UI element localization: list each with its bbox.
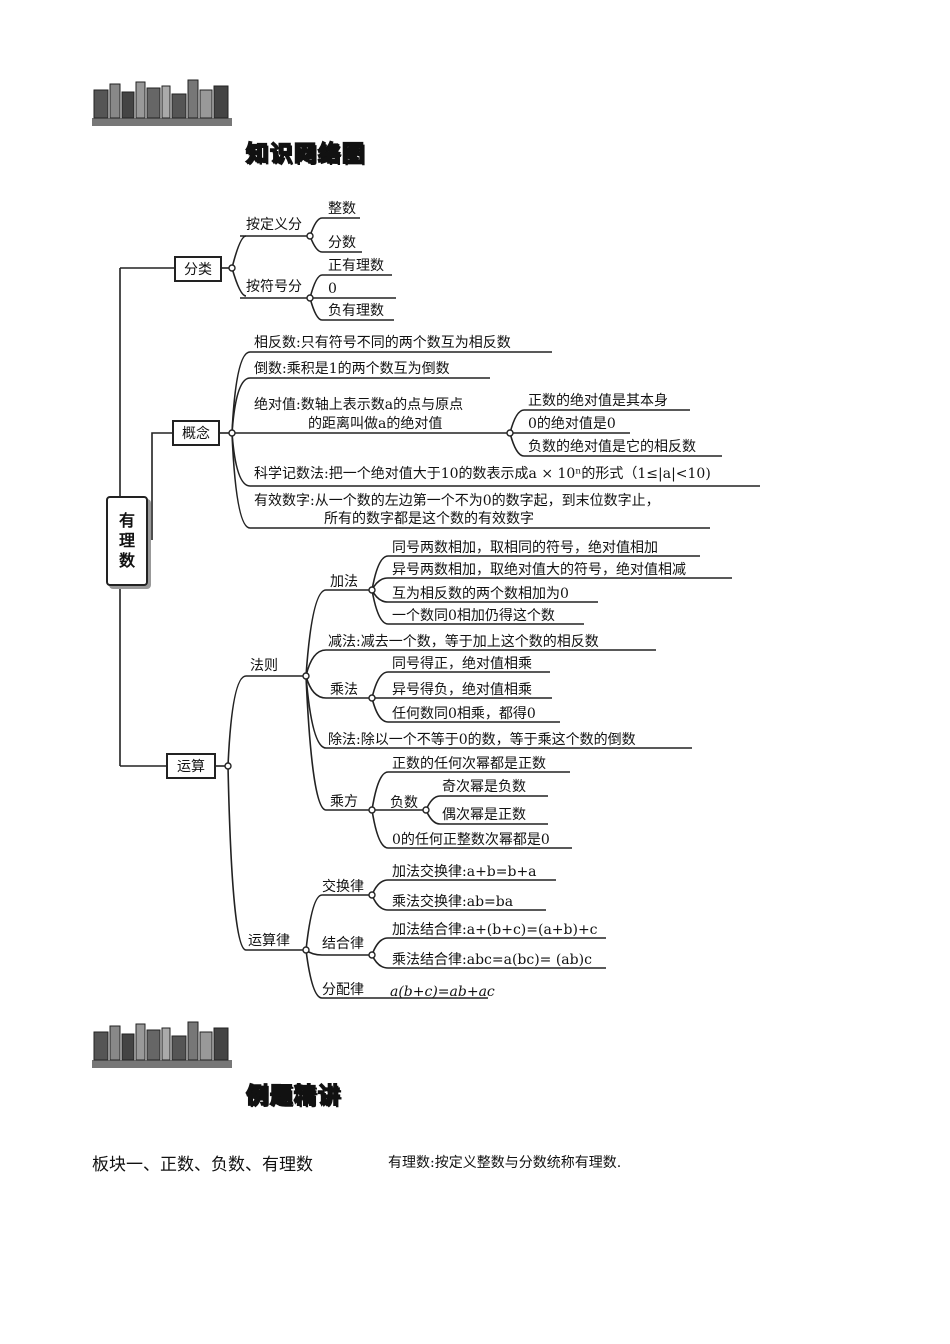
subtraction-rule: 减法:减去一个数，等于加上这个数的相反数: [328, 634, 599, 650]
node-operations: 运算: [166, 753, 216, 779]
examples-heading: 例题精讲: [245, 1083, 343, 1110]
commutative-addition: 加法交换律:a+b=b+a: [392, 864, 537, 880]
node-concepts: 概念: [172, 420, 220, 446]
power-label: 乘方: [330, 794, 358, 810]
root-char: 理: [118, 531, 135, 550]
multiplication-rule-1: 同号得正，绝对值相乘: [392, 656, 532, 672]
root-char: 数: [118, 551, 135, 570]
addition-rule-3: 互为相反数的两个数相加为0: [392, 586, 569, 602]
division-rule: 除法:除以一个不等于0的数，等于乘这个数的倒数: [328, 732, 636, 748]
power-negative-label: 负数: [390, 795, 418, 811]
section-note: 有理数:按定义整数与分数统称有理数.: [388, 1155, 622, 1171]
zero-item: 0: [328, 281, 337, 297]
negative-rational-item: 负有理数: [328, 303, 384, 319]
root-node-rational-numbers: 有 理 数: [106, 496, 148, 586]
node-classification: 分类: [174, 256, 222, 282]
commutative-label: 交换律: [322, 879, 364, 895]
distributive-label: 分配律: [322, 982, 364, 998]
bookshelf-icon: [90, 1020, 235, 1070]
root-char: 有: [118, 511, 135, 530]
scientific-notation-definition: 科学记数法:把一个绝对值大于10的数表示成a × 10ⁿ的形式（1≤|a|<10…: [254, 466, 711, 482]
multiplication-label: 乘法: [330, 682, 358, 698]
abs-positive-item: 正数的绝对值是其本身: [528, 393, 668, 409]
associative-addition: 加法结合律:a+(b+c)=(a+b)+c: [392, 922, 598, 938]
opposite-number-definition: 相反数:只有符号不同的两个数互为相反数: [254, 335, 511, 351]
distributive-formula: a(b+c)=ab+ac: [390, 984, 495, 1000]
rules-label: 法则: [250, 658, 278, 674]
significant-figures-line1: 有效数字:从一个数的左边第一个不为0的数字起，到末位数字止，: [254, 493, 660, 509]
section-title: 板块一、正数、负数、有理数: [92, 1155, 313, 1175]
associative-label: 结合律: [322, 936, 364, 952]
power-positive-rule: 正数的任何次幂都是正数: [392, 756, 546, 772]
integer-item: 整数: [328, 201, 356, 217]
associative-multiplication: 乘法结合律:abc=a(bc)= (ab)c: [392, 952, 592, 968]
commutative-multiplication: 乘法交换律:ab=ba: [392, 894, 514, 910]
multiplication-rule-3: 任何数同0相乘，都得0: [392, 706, 536, 722]
bookshelf-icon: [90, 78, 235, 128]
reciprocal-definition: 倒数:乘积是1的两个数互为倒数: [254, 361, 450, 377]
addition-rule-2: 异号两数相加，取绝对值大的符号，绝对值相减: [392, 562, 686, 578]
by-sign-label: 按符号分: [246, 279, 302, 295]
absolute-value-definition-line1: 绝对值:数轴上表示数a的点与原点: [254, 397, 464, 413]
addition-label: 加法: [330, 574, 358, 590]
by-definition-label: 按定义分: [246, 217, 302, 233]
laws-label: 运算律: [248, 933, 290, 949]
addition-rule-1: 同号两数相加，取相同的符号，绝对值相加: [392, 540, 658, 556]
significant-figures-line2: 所有的数字都是这个数的有效数字: [324, 511, 534, 527]
fraction-item: 分数: [328, 235, 356, 251]
positive-rational-item: 正有理数: [328, 258, 384, 274]
absolute-value-definition-line2: 的距离叫做a的绝对值: [308, 416, 443, 432]
abs-negative-item: 负数的绝对值是它的相反数: [528, 439, 696, 455]
power-negative-even: 偶次幂是正数: [442, 807, 526, 823]
multiplication-rule-2: 异号得负，绝对值相乘: [392, 682, 532, 698]
power-zero-rule: 0的任何正整数次幂都是0: [392, 832, 550, 848]
knowledge-map-heading: 知识网络图: [245, 141, 367, 168]
addition-rule-4: 一个数同0相加仍得这个数: [392, 608, 555, 624]
power-negative-odd: 奇次幂是负数: [442, 779, 526, 795]
abs-zero-item: 0的绝对值是0: [528, 416, 616, 432]
